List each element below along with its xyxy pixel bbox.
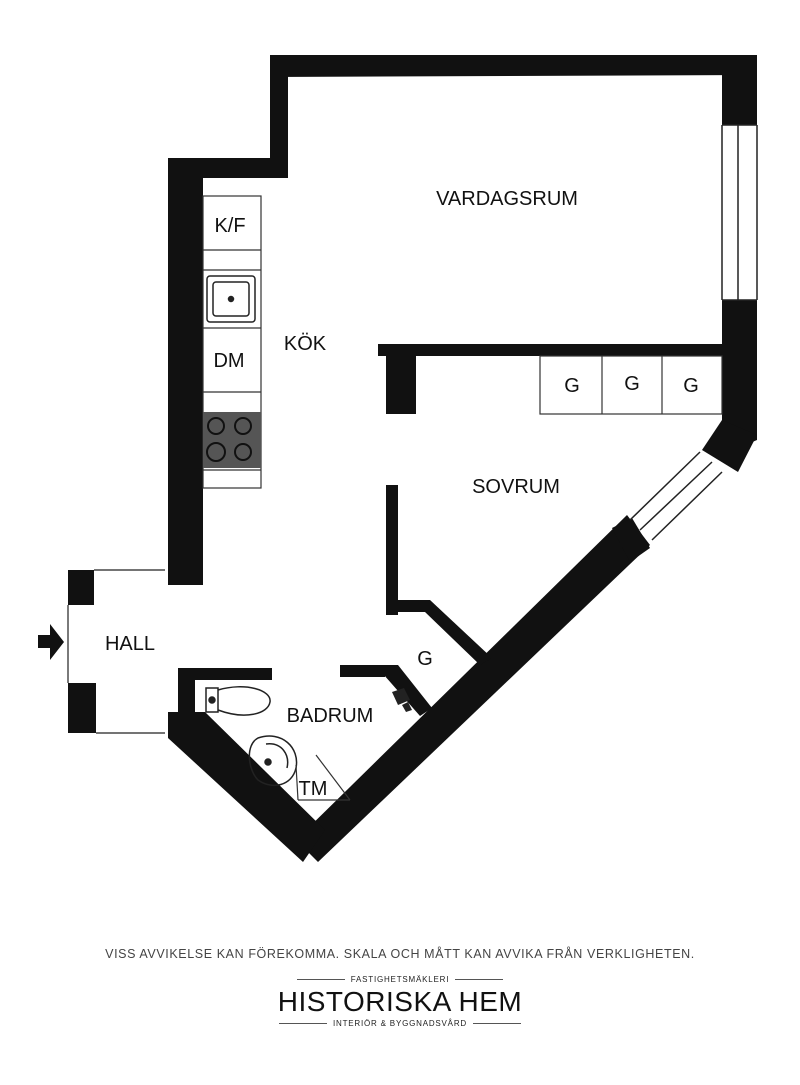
sink-icon (206, 275, 256, 323)
divider (279, 1023, 327, 1024)
wall-sovrum-block (386, 344, 416, 414)
wall-diagonal (296, 515, 650, 862)
wall-corner (702, 420, 757, 472)
brand-name: HISTORISKA HEM (277, 986, 523, 1017)
wall-top (270, 55, 757, 77)
wall-sovrum-top (378, 344, 724, 356)
washer-box (295, 754, 351, 801)
basin-icon (205, 686, 271, 716)
wall-hall-bottom (68, 683, 96, 733)
brand-logo: FASTIGHETSMÄKLERI HISTORISKA HEM INTERIÖ… (0, 975, 800, 1028)
wardrobe-label-1: G (564, 375, 580, 397)
room-label-sovrum: SOVRUM (472, 476, 560, 498)
brand-tagline: FASTIGHETSMÄKLERI (350, 975, 450, 984)
wall-bath-inner (340, 665, 385, 677)
wall-bath-right (384, 665, 432, 716)
wall-bath-top (178, 668, 272, 715)
window-right (721, 124, 758, 301)
divider (296, 979, 345, 980)
brand-tagline-row: FASTIGHETSMÄKLERI (0, 975, 800, 984)
wardrobes (539, 355, 723, 415)
fixture-label-dm: DM (213, 350, 244, 372)
kitchen-counter (202, 195, 262, 489)
stove-icon (203, 412, 261, 468)
entrance-arrow-icon (38, 624, 64, 660)
hall-door (67, 569, 165, 734)
room-label-hall: HALL (105, 633, 155, 655)
wardrobe-label-2: G (624, 373, 640, 395)
brand-subline-row: INTERIÖR & BYGGNADSVÅRD (0, 1019, 800, 1028)
wall-right-upper (722, 55, 757, 125)
room-label-vardagsrum: VARDAGSRUM (436, 188, 578, 210)
fixture-label-kf: K/F (214, 215, 245, 237)
faucet-icon (392, 688, 412, 712)
room-label-badrum: BADRUM (287, 705, 374, 727)
wall-sovrum-left (386, 485, 398, 615)
toilet-icon (248, 735, 298, 787)
wall-closet-diag (386, 600, 492, 665)
divider (455, 979, 504, 980)
brand-subline: INTERIÖR & BYGGNADSVÅRD (333, 1019, 467, 1028)
disclaimer-text: VISS AVVIKELSE KAN FÖREKOMMA. SKALA OCH … (105, 947, 695, 961)
wall-diagonal-block (612, 518, 650, 562)
divider (472, 1023, 521, 1024)
window-diagonal (629, 451, 723, 541)
wall-right-mid (722, 300, 757, 455)
wall-left-kitchen (168, 158, 203, 585)
closet-label: G (417, 648, 433, 670)
walls (68, 55, 757, 862)
wall-lower-left (168, 712, 325, 862)
room-label-kok: KÖK (284, 333, 327, 355)
wardrobe-label-3: G (683, 375, 699, 397)
floor-plan: VARDAGSRUM KÖK SOVRUM HALL BADRUM K/F DM… (38, 55, 758, 862)
fixture-label-tm: TM (299, 778, 328, 800)
wall-upper-left (270, 55, 288, 178)
wall-hall-top (68, 570, 94, 605)
